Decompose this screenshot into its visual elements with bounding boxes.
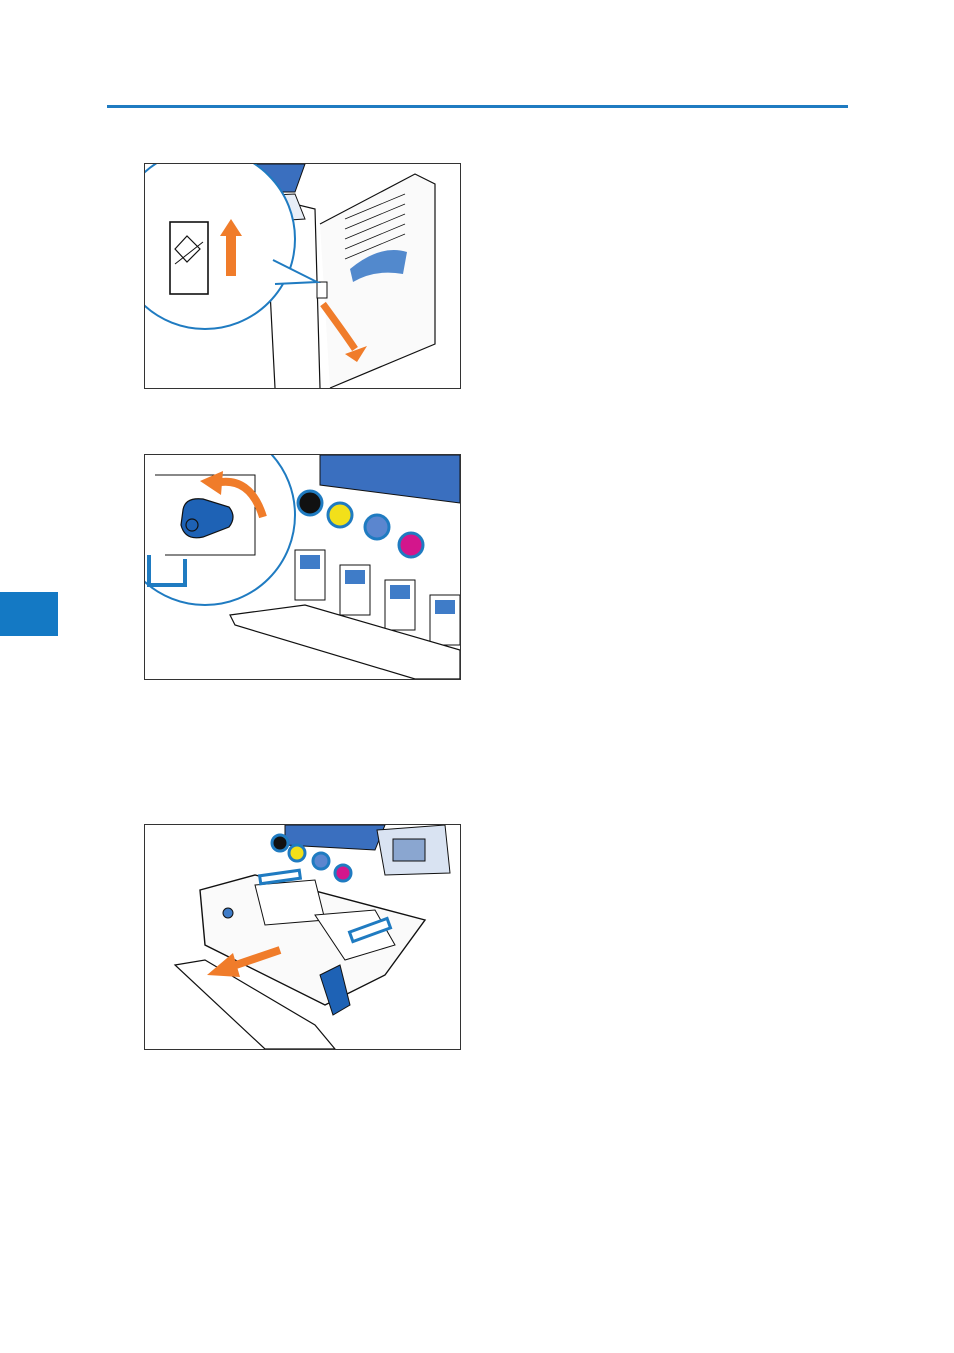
transfer-unit-illustration — [145, 825, 460, 1049]
figure-pull-out-transfer-unit — [144, 824, 461, 1050]
printer-front-cover-illustration — [145, 164, 460, 388]
header-rule — [107, 105, 848, 108]
chapter-tab — [0, 592, 58, 636]
figure-open-front-cover — [144, 163, 461, 389]
toner-lever-illustration — [145, 455, 460, 679]
figure-turn-lock-lever — [144, 454, 461, 680]
